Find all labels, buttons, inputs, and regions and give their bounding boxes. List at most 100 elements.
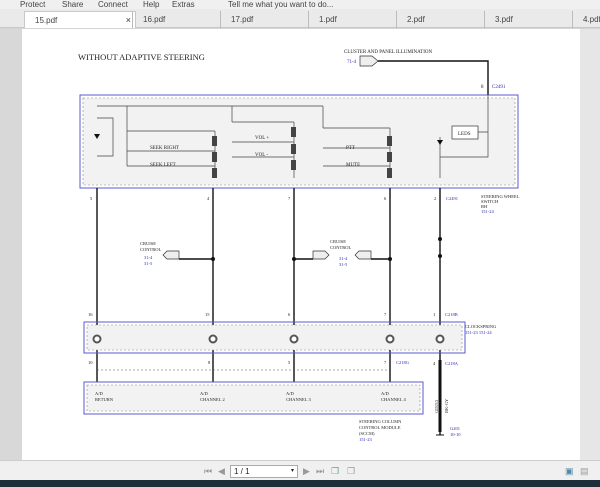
tell-me-input[interactable]: Tell me what you want to do... [228,0,334,9]
wiring-diagram: WITHOUT ADAPTIVE STEERING CLUSTER AND PA… [78,50,520,442]
tab-16-pdf[interactable]: 16.pdf [132,11,220,28]
tab-17-pdf[interactable]: 17.pdf [220,11,308,28]
connector-label: C218B [445,312,458,317]
tab-1-pdf[interactable]: 1.pdf [308,11,396,28]
diode-icon [94,134,100,139]
input-label: CHANNEL 3 [286,397,311,402]
cruise-ref[interactable]: 31-4 [339,256,348,261]
cluster-ref[interactable]: 71-4 [347,60,357,65]
connector-label: C218A [445,361,459,366]
tab-label: 16.pdf [143,15,166,24]
pin-label: 4 [433,361,436,366]
first-page-icon[interactable]: ⏮ [204,466,213,476]
tab-15-pdf[interactable]: 15.pdf× [24,11,136,28]
cruise-label: CONTROL [140,247,162,252]
last-page-icon[interactable]: ⏭ [316,466,325,476]
connector-label: C218G [396,360,410,365]
pin-label: 5 [288,360,291,365]
single-page-view-icon[interactable]: ▣ [565,466,574,476]
component-label: CLOCKSPRING [465,324,497,329]
input-label: CHANNEL 4 [381,397,406,402]
component-label: STEERING WHEEL [481,194,520,199]
pin-label: 8 [481,85,484,90]
paste-icon[interactable]: ❐ [347,466,356,476]
menu-share[interactable]: Share [62,0,84,9]
tab-label: 4.pdf [583,15,600,24]
prev-page-icon[interactable]: ◀ [218,466,225,476]
connector-arrow-icon [359,55,379,67]
input-label: A/D [200,391,209,396]
pin-label: 6 [384,196,387,201]
pin-label: 1 [433,312,435,317]
chevron-down-icon[interactable]: ▾ [290,468,294,474]
page-number-input[interactable]: 1 / 1 ▾ [230,465,298,478]
component-ref[interactable]: 151-23 151-24 [465,330,492,335]
menu-protect[interactable]: Protect [20,0,46,9]
taskbar [0,480,600,487]
connector-label: C2491 [446,196,458,201]
pin-label: 7 [288,196,291,201]
ground-ref[interactable]: 10-10 [450,432,461,437]
tab-bar: 15.pdf× 16.pdf 17.pdf 1.pdf 2.pdf 3.pdf … [0,9,600,28]
pin-label: 15 [205,312,210,317]
ground-label: G201 [450,426,460,431]
pin-label: 2 [434,196,436,201]
tab-label: 17.pdf [231,15,254,24]
diode-icon [437,140,443,145]
input-label: A/D [286,391,295,396]
component-label: RH [481,204,488,209]
tab-3-pdf[interactable]: 3.pdf [484,11,572,28]
sccm-box [83,381,424,415]
tab-label: 3.pdf [495,15,513,24]
cruise-label: CRUISE [330,239,346,244]
close-icon[interactable]: × [125,15,131,25]
component-label: (SCCM) [359,431,375,436]
component-label: SWITCH [481,199,499,204]
tab-4-pdf[interactable]: 4.pdf [572,11,600,28]
vertical-scrollbar[interactable] [580,29,600,460]
switch-label: PTT [346,146,355,151]
input-label: CHANNEL 2 [200,397,225,402]
tab-label: 2.pdf [407,15,425,24]
leds-label: LEDS [458,132,471,137]
pdf-page: WITHOUT ADAPTIVE STEERING CLUSTER AND PA… [22,29,580,460]
pin-label: 4 [207,196,210,201]
pin-label: 8 [208,360,211,365]
next-page-icon[interactable]: ▶ [303,466,310,476]
connector-arrow-icon [162,250,180,260]
menu-connect[interactable]: Connect [98,0,128,9]
pin-label: 16 [88,312,93,317]
tab-label: 1.pdf [319,15,337,24]
tab-2-pdf[interactable]: 2.pdf [396,11,484,28]
cruise-label: CONTROL [330,245,352,250]
cluster-label: CLUSTER AND PANEL ILLUMINATION [344,50,432,55]
pin-label: 10 [88,360,93,365]
switch-label: SEEK RIGHT [150,146,179,151]
switch-label: MUTE [346,163,360,168]
connector-arrow-icon [312,250,330,260]
cruise-ref[interactable]: 31-5 [144,261,153,266]
component-ref[interactable]: 151-23 [359,437,372,442]
component-ref[interactable]: 151-24 [481,209,494,214]
menu-help[interactable]: Help [143,0,160,9]
copy-icon[interactable]: ❐ [331,466,340,476]
cruise-ref[interactable]: 31-4 [144,255,153,260]
cruise-label: CRUISE [140,241,156,246]
switch-label: SEEK LEFT [150,163,176,168]
input-label: RETURN [95,397,114,402]
cruise-ref[interactable]: 31-5 [339,262,348,267]
diagram-title: WITHOUT ADAPTIVE STEERING [78,52,205,62]
leds-box [451,125,479,140]
page-number: 1 / 1 [234,467,250,476]
pin-label: 5 [90,196,93,201]
menu-bar: Protect Share Connect Help Extras Tell m… [0,0,600,9]
menu-extras[interactable]: Extras [172,0,195,9]
connector-arrow-icon [354,250,372,260]
continuous-view-icon[interactable]: ▤ [580,466,589,476]
wire-label: GD215 [434,399,439,413]
connector-label: C2491 [492,85,506,90]
pin-label: 7 [384,360,387,365]
pin-label: 7 [384,312,387,317]
clockspring-box [83,321,466,354]
wire-color-label: BK-GY [444,398,449,413]
